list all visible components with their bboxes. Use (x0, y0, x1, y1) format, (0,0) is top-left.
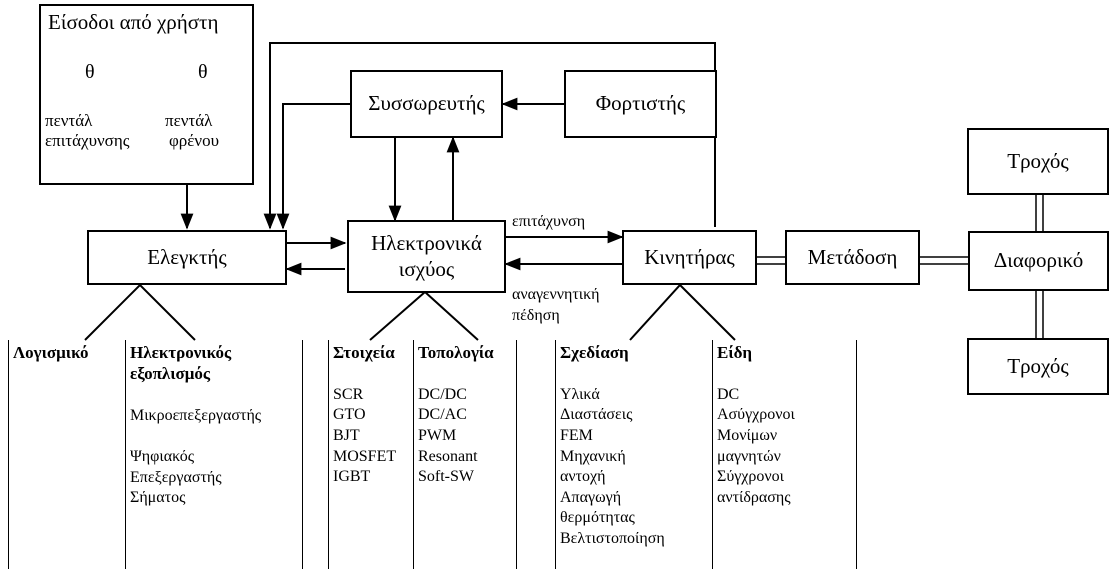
user-inputs-title: Είσοδοι από χρήστη (48, 10, 219, 34)
types-panel-title: Είδη (717, 343, 753, 362)
brake-label-line2: φρένου (169, 131, 220, 150)
differential-label: Διαφορικό (993, 248, 1084, 273)
types-panel: Είδη DC Ασύγχρονοι Μονίμων μαγνητών Σύγχ… (712, 340, 857, 569)
list-item (717, 364, 795, 385)
topology-panel-title: Τοπολογία (418, 343, 494, 362)
design-panel-title: Σχεδίαση (560, 343, 629, 362)
software-panel: Λογισμικό (8, 340, 126, 569)
list-item: DC/DC (418, 385, 467, 403)
accelerator-label-line2: επιτάχυνσης (45, 131, 130, 150)
regen-braking-label-line1: αναγεννητική (512, 286, 600, 303)
power-electronics-label-line1: Ηλεκτρονικά (371, 231, 482, 256)
devices-panel-title: Στοιχεία (333, 343, 395, 362)
accelerator-theta: θ (85, 61, 95, 83)
list-item: SCR (333, 385, 364, 403)
list-item: Επεξεργαστής (130, 468, 222, 486)
list-item: Υλικά (560, 385, 600, 403)
list-item: Διαστάσεις (560, 406, 633, 424)
topology-panel: Τοπολογία DC/DC DC/AC PWM Resonant Soft-… (413, 340, 517, 569)
list-item: Resonant (418, 447, 478, 465)
list-item (333, 364, 396, 385)
user-inputs-box: Είσοδοι από χρήστη θ θ πεντάλ επιτάχυνση… (39, 4, 254, 185)
devices-panel: Στοιχεία SCR GTO BJT MOSFET IGBT (328, 340, 414, 569)
charger-block: Φορτιστής (564, 70, 717, 138)
list-item: PWM (418, 426, 457, 444)
brake-theta: θ (198, 61, 208, 83)
wheel-top-block: Τροχός (967, 128, 1109, 195)
controller-label: Ελεγκτής (147, 244, 227, 269)
differential-block: Διαφορικό (968, 231, 1109, 291)
list-item: IGBT (333, 468, 371, 486)
list-item: αντίδρασης (717, 488, 791, 506)
list-item (130, 426, 261, 447)
acceleration-flow-label: επιτάχυνση (512, 213, 586, 230)
list-item: MOSFET (333, 447, 397, 465)
battery-block: Συσσωρευτής (350, 70, 503, 138)
wheel-bottom-label: Τροχός (1007, 353, 1069, 378)
transmission-block: Μετάδοση (785, 230, 920, 285)
list-item: Ασύγχρονοι (717, 406, 795, 424)
list-item: Βελτιστοποίηση (560, 530, 665, 547)
motor-block: Κινητήρας (622, 230, 757, 285)
software-panel-title: Λογισμικό (13, 343, 89, 362)
list-item: Σήματος (130, 489, 186, 507)
list-item: αντοχή (560, 468, 606, 486)
list-item (418, 364, 478, 385)
list-item: Ψηφιακός (130, 447, 195, 465)
accelerator-label-line1: πεντάλ (45, 111, 93, 130)
list-item: Μικροεπεξεργαστής (130, 406, 262, 424)
list-item (130, 385, 261, 406)
list-item: Soft-SW (418, 468, 474, 486)
battery-label: Συσσωρευτής (368, 91, 485, 116)
wheel-bottom-block: Τροχός (967, 338, 1109, 395)
list-item: Σύγχρονοι (717, 468, 784, 486)
wheel-top-label: Τροχός (1007, 148, 1069, 173)
devices-panel-items: SCR GTO BJT MOSFET IGBT (333, 364, 396, 488)
hardware-panel-items: Μικροεπεξεργαστής Ψηφιακός Επεξεργαστής … (130, 385, 261, 509)
list-item: θερμότητας (560, 509, 635, 527)
list-item: μαγνητών (717, 447, 781, 465)
list-item (560, 364, 665, 385)
power-fanout (369, 290, 479, 341)
list-item: FEM (560, 426, 593, 444)
list-item: Μηχανική (560, 447, 626, 465)
power-electronics-block: Ηλεκτρονικά ισχύος (347, 220, 506, 293)
hardware-panel-title-line2: εξοπλισμός (130, 364, 211, 383)
charger-label: Φορτιστής (595, 91, 686, 116)
list-item: GTO (333, 406, 366, 424)
design-panel-items: Υλικά Διαστάσεις FEM Μηχανική αντοχή Απα… (560, 364, 665, 550)
regen-braking-label-line2: πέδηση (512, 307, 560, 324)
controller-fanout (84, 283, 196, 341)
arrow-battery-feedback-to-controller (276, 103, 350, 230)
list-item: Απαγωγή (560, 488, 622, 506)
list-item: DC/AC (418, 406, 467, 424)
transmission-label: Μετάδοση (807, 244, 898, 269)
brake-label-line1: πεντάλ (165, 111, 213, 130)
topology-panel-items: DC/DC DC/AC PWM Resonant Soft-SW (418, 364, 478, 488)
hardware-panel-title-line1: Ηλεκτρονικός (130, 343, 232, 362)
motor-label: Κινητήρας (644, 244, 735, 269)
power-electronics-label-line2: ισχύος (398, 256, 455, 281)
motor-fanout (629, 283, 736, 341)
list-item: BJT (333, 426, 360, 444)
list-item: DC (717, 385, 740, 403)
list-item: Μονίμων (717, 426, 778, 444)
types-panel-items: DC Ασύγχρονοι Μονίμων μαγνητών Σύγχρονοι… (717, 364, 795, 508)
design-panel: Σχεδίαση Υλικά Διαστάσεις FEM Μηχανική α… (555, 340, 713, 569)
hardware-panel: Ηλεκτρονικός εξοπλισμός Μικροεπεξεργαστή… (125, 340, 303, 569)
controller-block: Ελεγκτής (87, 230, 287, 285)
